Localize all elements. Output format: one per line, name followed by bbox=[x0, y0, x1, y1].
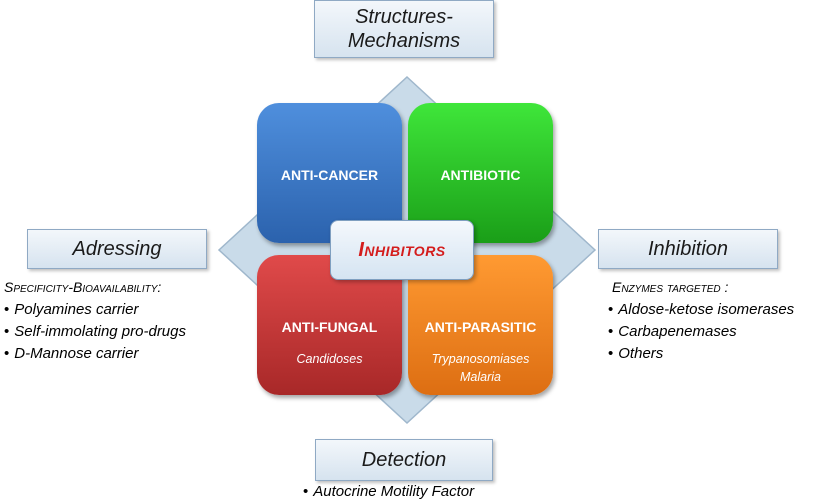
list-item: Others bbox=[608, 343, 794, 365]
anti-parasitic-tile: ANTI-PARASITIC Trypanosomiases Malaria bbox=[408, 255, 553, 395]
list-item: Autocrine Motility Factor bbox=[303, 481, 474, 503]
list-item: Aldose-ketose isomerases bbox=[608, 299, 794, 321]
anti-parasitic-subtitle-1: Trypanosomiases bbox=[431, 352, 530, 366]
anti-cancer-title: ANTI-CANCER bbox=[280, 167, 379, 183]
structures-label-line1: Structures- bbox=[355, 6, 453, 28]
anti-parasitic-subtitle-2: Malaria bbox=[460, 370, 501, 384]
anti-fungal-tile: ANTI-FUNGAL Candidoses bbox=[257, 255, 402, 395]
detection-label: Detection bbox=[361, 449, 447, 471]
anti-parasitic-title: ANTI-PARASITIC bbox=[424, 319, 537, 335]
bottom-bullet-list: Autocrine Motility Factor bbox=[303, 481, 474, 503]
detection-box: Detection bbox=[315, 439, 493, 481]
right-list-heading: Enzymes targeted : bbox=[612, 279, 729, 295]
inhibition-box: Inhibition bbox=[598, 229, 778, 269]
right-bullet-list: Aldose-ketose isomerases Carbapenemases … bbox=[608, 299, 794, 365]
anti-fungal-subtitle: Candidoses bbox=[296, 352, 363, 366]
list-item: Self-immolating pro-drugs bbox=[4, 321, 186, 343]
inhibitors-box: Inhibitors bbox=[330, 220, 474, 280]
anti-fungal-title: ANTI-FUNGAL bbox=[281, 319, 378, 335]
inhibitors-label: Inhibitors bbox=[358, 238, 446, 261]
list-item: Carbapenemases bbox=[608, 321, 794, 343]
adressing-label: Adressing bbox=[72, 238, 162, 260]
left-list-heading: Specificity-Bioavailability: bbox=[4, 279, 162, 295]
anti-cancer-tile: ANTI-CANCER bbox=[257, 103, 402, 243]
structures-mechanisms-box: Structures- Mechanisms bbox=[314, 0, 494, 58]
antibiotic-title: ANTIBIOTIC bbox=[440, 167, 521, 183]
inhibition-label: Inhibition bbox=[647, 238, 729, 260]
structures-label-line2: Mechanisms bbox=[347, 30, 461, 52]
adressing-box: Adressing bbox=[27, 229, 207, 269]
list-item: Polyamines carrier bbox=[4, 299, 186, 321]
list-item: D-Mannose carrier bbox=[4, 343, 186, 365]
left-bullet-list: Polyamines carrier Self-immolating pro-d… bbox=[4, 299, 186, 365]
antibiotic-tile: ANTIBIOTIC bbox=[408, 103, 553, 243]
